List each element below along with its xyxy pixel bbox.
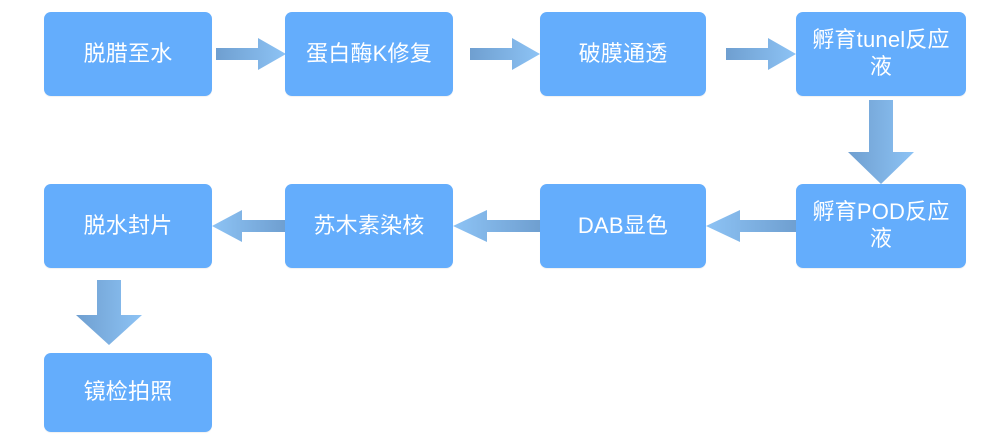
flow-node-label: DAB显色	[577, 212, 669, 238]
flow-node-membrane-permeabilization[interactable]: 破膜通透	[540, 12, 706, 96]
arrow-right-icon-n1-n2	[216, 38, 286, 70]
flow-node-label: 孵育tunel反应液	[812, 27, 950, 79]
arrow-left-icon-n5-n6	[706, 210, 796, 242]
arrow-right-icon-n2-n3	[470, 38, 540, 70]
flow-node-incubate-pod-reaction-solution[interactable]: 孵育POD反应液	[796, 184, 966, 268]
arrow-down-icon-n4-n5	[848, 100, 914, 184]
flow-node-label: 蛋白酶K修复	[306, 40, 432, 66]
flow-node-label: 脱水封片	[83, 212, 173, 238]
flow-node-label: 苏木素染核	[313, 212, 425, 238]
arrow-left-icon-n7-n8	[212, 210, 285, 242]
flow-node-proteinase-k-repair[interactable]: 蛋白酶K修复	[285, 12, 453, 96]
arrow-down-icon-n8-n9	[76, 280, 142, 345]
flow-node-incubate-tunel-reaction-solution[interactable]: 孵育tunel反应液	[796, 12, 966, 96]
flow-node-label: 脱腊至水	[83, 40, 173, 66]
flow-node-dehydrate-and-mount[interactable]: 脱水封片	[44, 184, 212, 268]
arrow-right-icon-n3-n4	[726, 38, 796, 70]
flow-node-dewax-to-water[interactable]: 脱腊至水	[44, 12, 212, 96]
flow-node-microscopy-and-photography[interactable]: 镜检拍照	[44, 353, 212, 432]
flow-node-hematoxylin-nuclear-staining[interactable]: 苏木素染核	[285, 184, 453, 268]
flow-node-dab-color-development[interactable]: DAB显色	[540, 184, 706, 268]
flow-node-label: 镜检拍照	[83, 379, 173, 405]
flow-node-label: 破膜通透	[578, 40, 668, 66]
flow-node-label: 孵育POD反应液	[812, 199, 950, 251]
arrow-left-icon-n6-n7	[453, 210, 540, 242]
